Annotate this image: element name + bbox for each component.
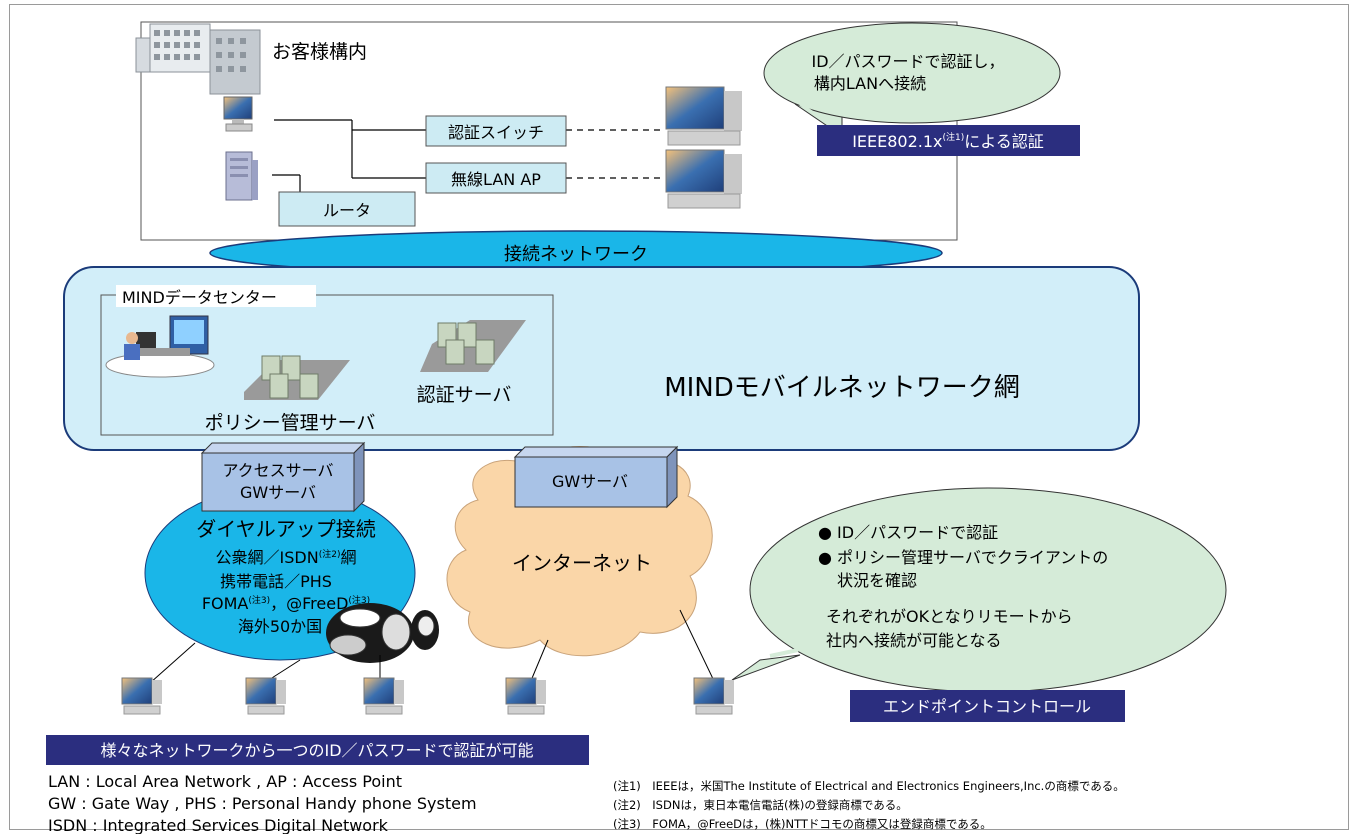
pc-icon — [665, 149, 742, 209]
glossary-line: ISDN : Integrated Services Digital Netwo… — [48, 816, 389, 834]
access-server-line1: アクセスサーバ — [222, 461, 333, 480]
policy-server-icon — [244, 355, 350, 400]
callout-right-line3: それぞれがOKとなりリモートから — [826, 607, 1073, 626]
server-tower-icon — [225, 151, 258, 201]
dialup-title: ダイヤルアップ接続 — [196, 517, 375, 541]
auth-server-label: 認証サーバ — [417, 384, 512, 406]
dialup-line3: FOMA(注3)，@FreeD(注3) — [202, 594, 370, 613]
ieee-badge — [817, 125, 1080, 156]
callout-top-line2: 構内LANへ接続 — [814, 74, 926, 93]
pc-icon — [363, 677, 404, 715]
callout-top-line1: ID／パスワードで認証し， — [811, 52, 1004, 71]
datacenter-label: MINDデータセンター — [122, 288, 277, 307]
connection-network-label: 接続ネットワーク — [504, 244, 648, 265]
callout-right-line4: 社内へ接続が可能となる — [826, 631, 1002, 650]
building-icon — [135, 23, 261, 95]
lan-lines — [272, 119, 426, 192]
mind-network-title: MINDモバイルネットワーク網 — [664, 373, 1020, 403]
dialup-line4: 海外50か国 — [238, 617, 322, 636]
pc-icon — [121, 677, 162, 715]
dialup-line1: 公衆網／ISDN(注2)網 — [216, 548, 357, 567]
pc-icon — [223, 96, 253, 132]
callout-right-bullet2: ● ポリシー管理サーバでクライアントの — [818, 548, 1108, 567]
pc-icon — [245, 677, 286, 715]
internet-label: インターネット — [512, 551, 652, 575]
auth-switch-label: 認証スイッチ — [448, 123, 544, 142]
callout-right — [731, 487, 1227, 693]
auth-server-icon — [420, 320, 526, 372]
bottom-badge-text: 様々なネットワークから一つのID／パスワードで認証が可能 — [100, 741, 533, 760]
callout-right-bullet1: ● ID／パスワードで認証 — [818, 523, 998, 542]
pc-icon — [693, 677, 734, 715]
wireless-dashed-lines — [566, 129, 660, 179]
access-server-line2: GWサーバ — [240, 483, 316, 502]
client-lines — [149, 609, 716, 684]
gw-server-label: GWサーバ — [552, 472, 628, 491]
endpoint-badge — [850, 690, 1125, 722]
footnote: (注1) IEEEは，米国The Institute of Electrical… — [613, 779, 1125, 793]
access-server-box — [200, 441, 366, 513]
gw-server-box — [513, 445, 679, 509]
globe-icon — [326, 603, 439, 663]
customer-premises-label: お客様構内 — [272, 41, 367, 63]
router-label: ルータ — [323, 201, 371, 220]
bottom-badge — [46, 735, 589, 765]
ieee-badge-text: IEEE802.1x(注1)による認証 — [852, 131, 1044, 151]
footnote: (注2) ISDNは，東日本電信電話(株)の登録商標である。 — [613, 798, 908, 812]
endpoint-badge-text: エンドポイントコントロール — [883, 697, 1091, 716]
wireless-ap-label: 無線LAN AP — [451, 170, 541, 189]
pc-icon — [665, 86, 742, 146]
glossary-line: GW : Gate Way , PHS : Personal Handy pho… — [48, 794, 477, 813]
glossary-line: LAN : Local Area Network , AP : Access P… — [48, 772, 402, 791]
pc-icon — [505, 677, 546, 715]
diagram-frame — [9, 4, 1349, 830]
datacenter-label-bg — [116, 285, 316, 307]
operator-icon — [105, 315, 215, 378]
callout-right-bullet2b: 状況を確認 — [837, 571, 917, 590]
wireless-ap-box — [425, 162, 567, 194]
auth-switch-box — [425, 115, 567, 147]
dialup-line2: 携帯電話／PHS — [220, 572, 332, 591]
footnote: (注3) FOMA，@FreeDは，(株)NTTドコモの商標又は登録商標である。 — [613, 817, 992, 831]
router-box — [278, 191, 416, 227]
policy-server-label: ポリシー管理サーバ — [205, 412, 376, 434]
